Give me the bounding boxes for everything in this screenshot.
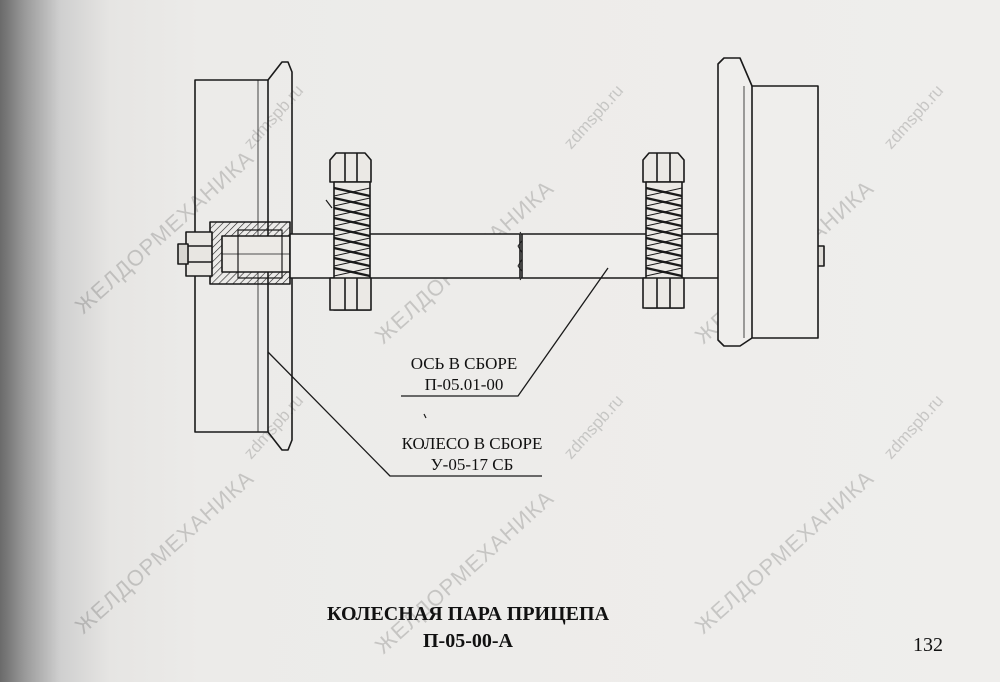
leader-lines: [267, 267, 609, 477]
wheel-leader-line: [267, 351, 542, 477]
axle-assembly-code: П-05.01-00: [424, 375, 504, 394]
left-hub-section: [209, 221, 300, 285]
left-spring: [325, 152, 372, 311]
axle-nut: [177, 231, 213, 277]
wheel-assembly-name: КОЛЕСО В СБОРЕ: [401, 434, 543, 453]
drawing-title: КОЛЕСНАЯ ПАРА ПРИЦЕПА: [326, 603, 610, 625]
axle-leader-line: [401, 267, 609, 397]
right-wheel: [717, 57, 819, 347]
right-spring: [642, 152, 685, 309]
axle-shaft: [289, 231, 825, 281]
wheel-assembly-code: У-05-17 СБ: [430, 455, 514, 474]
wheel-assembly-label: КОЛЕСО В СБОРЕ У-05-17 СБ: [394, 433, 550, 475]
axle-assembly-label: ОСЬ В СБОРЕ П-05.01-00: [404, 353, 524, 395]
page-number: 132: [913, 634, 943, 656]
axle-assembly-name: ОСЬ В СБОРЕ: [410, 354, 518, 373]
drawing-code: П-05-00-А: [423, 630, 513, 652]
